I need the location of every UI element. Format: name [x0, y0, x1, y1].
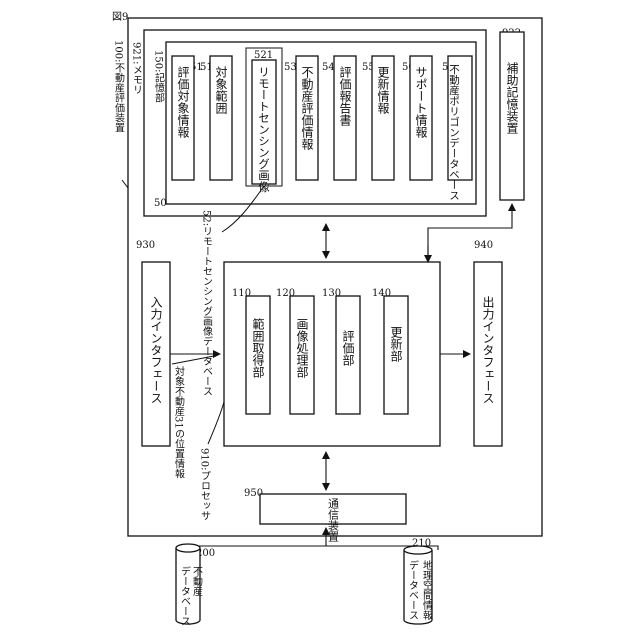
output-if-num: 940 [474, 240, 493, 251]
rs-db-label: 52:リモートセンシング画像データベース [201, 210, 213, 396]
target-position-label: 対象不動産31の位置情報 [173, 365, 185, 480]
apparatus-leader [122, 180, 128, 188]
storage-item-label: サポート情報 [414, 66, 428, 139]
apparatus-ref-label: 100:不動産評価装置 [113, 40, 125, 132]
output-if-label: 出力インタフェース [481, 296, 495, 404]
storage-item-num: 54 [322, 62, 335, 73]
storage-item-label: 不動産評価情報 [300, 66, 314, 151]
aux-storage-label: 補助記憶装置 [505, 62, 519, 134]
storage-item-label: 評価報告書 [338, 65, 352, 127]
processor-unit-label: 範囲取得部 [251, 317, 265, 378]
storage-item-label: リモートセンシング画像 [257, 66, 271, 193]
storage-item-label: 更新情報 [376, 66, 390, 115]
db-geo-line2: データベース [407, 559, 419, 620]
db-real-estate-line1: 不動産 [191, 566, 203, 597]
input-if-label: 入力インタフェース [149, 296, 163, 404]
storage-item-num: 53 [284, 62, 297, 73]
processor-unit-label: 更新部 [389, 326, 403, 362]
db-geo-top [404, 546, 432, 554]
storage-item-label: 対象範囲 [214, 66, 228, 114]
db-geo: 210 地理空間情報 データベース [404, 538, 433, 624]
input-if-num: 930 [136, 240, 155, 251]
storage-item-label: 不動産ポリゴンデータベース [448, 64, 460, 201]
db-real-estate-line2: データベース [179, 565, 191, 626]
comm-label: 通信装置 [327, 498, 340, 542]
storage-num: 50 [154, 198, 167, 209]
figure-label: 図9 [112, 11, 128, 23]
db-real-estate-top [176, 544, 200, 552]
processor-unit-label: 評価部 [341, 329, 355, 366]
db-real-estate: 200 不動産 データベース [176, 544, 215, 626]
memory-ref-label: 921:メモリ [131, 42, 142, 94]
storage-item-label: 評価対象情報 [176, 65, 190, 139]
db-geo-line1: 地理空間情報 [421, 559, 433, 621]
processor-unit-label: 画像処理部 [295, 318, 309, 378]
external-bus [188, 546, 438, 550]
storage-ref-label: 150:記憶部 [153, 50, 165, 103]
storage-item-remote-sensing: 521 リモートセンシング画像 [246, 48, 282, 193]
processor-ref-label: 910:プロセッサ [199, 448, 211, 520]
